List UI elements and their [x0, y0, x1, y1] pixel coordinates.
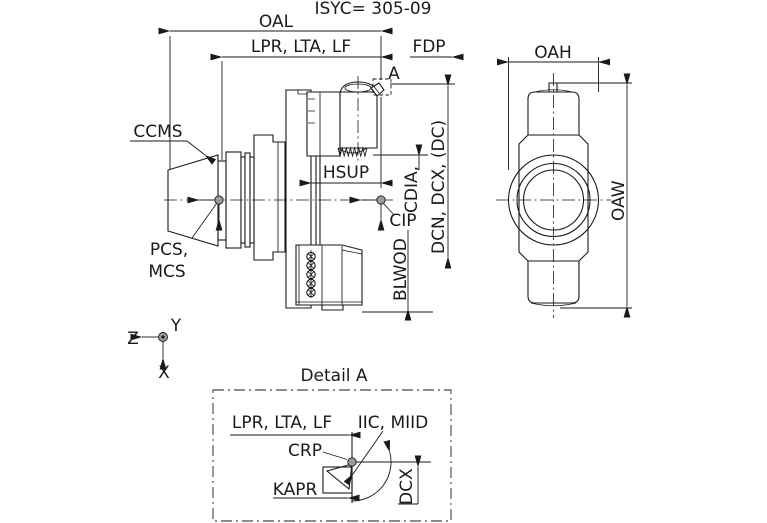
lower-block-tab — [321, 304, 344, 311]
cutter-serration — [337, 146, 368, 158]
clamp-screw-heads — [306, 250, 316, 298]
spindle-flange — [253, 134, 286, 261]
end-view: OAH OAW — [496, 43, 632, 318]
axis-x-label: X — [158, 363, 170, 383]
pcs-label: PCS, — [150, 240, 188, 260]
axis-y-label: Y — [170, 316, 182, 336]
axis-z-label: Z — [127, 329, 139, 349]
ccms-leader — [186, 140, 217, 165]
end-view-body-block — [518, 134, 589, 262]
cutter-serration-arc — [337, 147, 368, 154]
oal-label: OAL — [259, 12, 294, 32]
cutter-cylinder — [339, 91, 378, 149]
axes-indicator: Z Y X — [127, 316, 182, 383]
main-view: OAL LPR, LTA, LF FDP A DCN, DCX, (DC) CD… — [130, 12, 464, 321]
cdia-label: CDIA, — [402, 166, 422, 213]
cip-point — [349, 195, 395, 231]
detail-callout-box — [372, 78, 392, 96]
crp-point — [347, 457, 357, 467]
gear-head-block — [306, 91, 341, 157]
dcx-label: DCX — [397, 468, 417, 505]
oah-label: OAH — [534, 43, 572, 63]
axis-origin-dot — [161, 335, 165, 339]
blwod-label: BLWOD — [391, 238, 411, 301]
lower-block-edges — [296, 245, 363, 305]
lower-cutter-block — [295, 244, 363, 306]
ccms-label: CCMS — [133, 122, 182, 142]
kapr-label: KAPR — [273, 480, 318, 500]
pcs-mcs-point — [187, 195, 224, 239]
iic-miid-label: IIC, MIID — [358, 413, 429, 433]
hsup-label: HSUP — [323, 163, 369, 183]
crp-label: CRP — [288, 441, 322, 461]
detail-a-title: Detail A — [300, 366, 367, 386]
oaw-label: OAW — [609, 180, 629, 221]
detail-insert-triangle — [325, 463, 353, 491]
insert-holder-outline — [322, 466, 353, 494]
cutting-insert — [370, 82, 385, 97]
detail-lpr-label: LPR, LTA, LF — [232, 413, 332, 433]
drawing-title: ISYC= 305-09 — [315, 0, 432, 19]
cip-label: CIP — [389, 211, 416, 231]
kapr-angle-arc — [351, 439, 392, 502]
cutting-insert-edge — [373, 86, 380, 94]
end-view-nub — [548, 82, 558, 93]
shank-taper — [167, 154, 219, 247]
body-web — [315, 156, 321, 245]
fdp-label: FDP — [412, 37, 445, 57]
lpr-label: LPR, LTA, LF — [251, 37, 351, 57]
gear-head-ticks — [308, 98, 315, 124]
oaw-reference-lines — [557, 82, 632, 309]
dcn-label: DCN, DCX, (DC) — [429, 120, 449, 254]
detail-a-border — [212, 389, 452, 522]
crp-leader — [322, 451, 348, 460]
iic-miid-leader — [343, 430, 384, 486]
body-plate-step — [297, 90, 307, 95]
detail-a-marker-label: A — [388, 64, 400, 84]
mcs-label: MCS — [148, 262, 185, 282]
detail-a-panel: Detail A LPR, LTA, LF IIC, MIID CRP KAPR… — [212, 366, 452, 522]
